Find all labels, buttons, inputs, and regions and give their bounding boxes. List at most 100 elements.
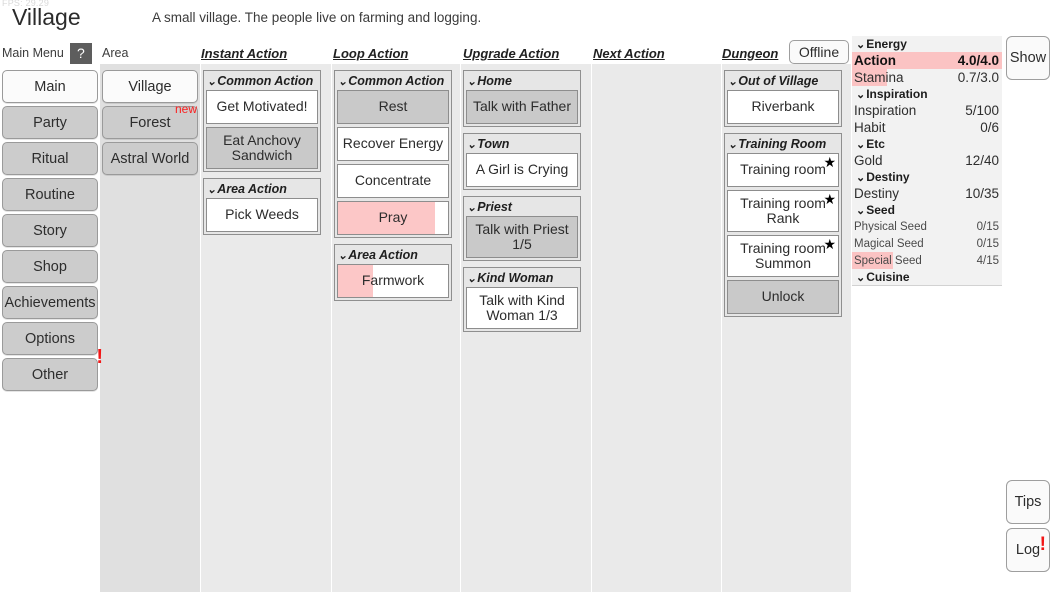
header-next-action[interactable]: Next Action <box>593 42 665 64</box>
menu-item-routine[interactable]: Routine <box>2 178 98 211</box>
action-label: Eat Anchovy Sandwich <box>223 131 301 163</box>
tips-button[interactable]: Tips <box>1006 480 1050 524</box>
area-item-astral-world[interactable]: Astral World <box>102 142 198 175</box>
stat-value: 0/15 <box>976 237 999 250</box>
menu-item-story[interactable]: Story <box>2 214 98 247</box>
group-title-label: Town <box>477 137 510 151</box>
loop-action-group-title[interactable]: ⌄Area Action <box>337 247 449 264</box>
upgrade-action-group-title[interactable]: ⌄Priest <box>466 199 578 216</box>
help-icon[interactable]: ? <box>69 42 92 64</box>
new-badge: new <box>174 102 197 116</box>
stat-section-label: Destiny <box>866 170 910 184</box>
dungeon-action-button[interactable]: Riverbank <box>727 90 839 124</box>
group-title-label: Training Room <box>738 137 827 151</box>
log-alert-icon: ! <box>1039 534 1046 555</box>
progress-fill <box>338 202 435 234</box>
stat-name: Stamina <box>854 70 904 85</box>
action-label: Unlock <box>761 288 805 305</box>
log-button-label: Log <box>1015 542 1041 558</box>
header-main-menu: Main Menu ? <box>2 42 92 64</box>
upgrade-action-button[interactable]: Talk with Kind Woman 1/3 <box>466 287 578 329</box>
menu-item-main[interactable]: Main <box>2 70 98 103</box>
stat-section-label: Etc <box>866 137 885 151</box>
upgrade-action-button[interactable]: Talk with Father <box>466 90 578 124</box>
chevron-down-icon: ⌄ <box>207 75 217 88</box>
upgrade-action-button[interactable]: A Girl is Crying <box>466 153 578 187</box>
chevron-down-icon: ⌄ <box>467 272 477 285</box>
stat-name: Destiny <box>854 186 900 201</box>
upgrade-action-group-title[interactable]: ⌄Town <box>466 136 578 153</box>
loop-action-button[interactable]: Farmwork <box>337 264 449 298</box>
stat-section-header[interactable]: ⌄Destiny <box>852 169 1002 185</box>
area-item-village[interactable]: Village <box>102 70 198 103</box>
chevron-down-icon: ⌄ <box>338 75 348 88</box>
stat-value: 10/35 <box>965 186 999 201</box>
stat-section-header[interactable]: ⌄Seed <box>852 202 1002 218</box>
offline-button[interactable]: Offline <box>789 40 849 64</box>
dungeon-action-button[interactable]: Training room Summon★ <box>727 235 839 277</box>
chevron-down-icon: ⌄ <box>467 138 477 151</box>
header-area-label: Area <box>102 46 129 60</box>
instant-action-button[interactable]: Pick Weeds <box>206 198 318 232</box>
header-loop-action[interactable]: Loop Action <box>333 42 408 64</box>
action-label: Pick Weeds <box>225 206 299 223</box>
menu-item-other[interactable]: Other! <box>2 347 103 391</box>
dungeon-action-button[interactable]: Training room★ <box>727 153 839 187</box>
stat-value: 0.7/3.0 <box>957 70 999 85</box>
instant-action-group-title[interactable]: ⌄Area Action <box>206 181 318 198</box>
dungeon-action-button[interactable]: Unlock <box>727 280 839 314</box>
dungeon-action-group-title[interactable]: ⌄Training Room <box>727 136 839 153</box>
stat-name: Gold <box>854 153 883 168</box>
loop-action-button[interactable]: Concentrate <box>337 164 449 198</box>
header-dungeon[interactable]: Dungeon <box>722 42 778 64</box>
loop-action-group-title[interactable]: ⌄Common Action <box>337 73 449 90</box>
menu-item-party[interactable]: Party <box>2 106 98 139</box>
show-button[interactable]: Show <box>1006 36 1050 80</box>
star-icon: ★ <box>823 154 836 170</box>
stat-section-header[interactable]: ⌄Etc <box>852 136 1002 152</box>
header-instant-action-label: Instant Action <box>201 45 288 61</box>
instant-action-button[interactable]: Eat Anchovy Sandwich <box>206 127 318 169</box>
menu-item-ritual[interactable]: Ritual <box>2 142 98 175</box>
upgrade-action-group-title[interactable]: ⌄Home <box>466 73 578 90</box>
header-upgrade-action[interactable]: Upgrade Action <box>463 42 559 64</box>
dungeon-action-group-title[interactable]: ⌄Out of Village <box>727 73 839 90</box>
stat-name: Inspiration <box>854 103 917 118</box>
action-label: Recover Energy <box>342 135 444 152</box>
stat-section-header[interactable]: ⌄Cuisine <box>852 269 1002 285</box>
header-instant-action[interactable]: Instant Action <box>201 42 287 64</box>
upgrade-action-group-title[interactable]: ⌄Kind Woman <box>466 270 578 287</box>
stat-section-header[interactable]: ⌄Energy <box>852 36 1002 52</box>
menu-item-achievements[interactable]: Achievements <box>2 286 98 319</box>
chevron-down-icon: ⌄ <box>856 138 866 151</box>
menu-item-options[interactable]: Options <box>2 322 98 355</box>
loop-action-button[interactable]: Rest <box>337 90 449 124</box>
action-label: Concentrate <box>354 172 432 189</box>
instant-action-button[interactable]: Get Motivated! <box>206 90 318 124</box>
log-button[interactable]: Log ! <box>1006 528 1050 572</box>
fps-counter: FPS: 29.29 <box>2 0 50 8</box>
dungeon-action-button[interactable]: Training room Rank★ <box>727 190 839 232</box>
chevron-down-icon: ⌄ <box>207 183 217 196</box>
loop-action-button[interactable]: Recover Energy <box>337 127 449 161</box>
stat-value: 5/100 <box>965 103 999 118</box>
menu-item-shop[interactable]: Shop <box>2 250 98 283</box>
instant-action-group-title[interactable]: ⌄Common Action <box>206 73 318 90</box>
header-next-action-label: Next Action <box>593 45 665 61</box>
loop-action-button[interactable]: Pray <box>337 201 449 235</box>
stat-section-header[interactable]: ⌄Inspiration <box>852 86 1002 102</box>
stat-value: 0/15 <box>976 220 999 233</box>
upgrade-action-button[interactable]: Talk with Priest 1/5 <box>466 216 578 258</box>
chevron-down-icon: ⌄ <box>856 271 866 284</box>
